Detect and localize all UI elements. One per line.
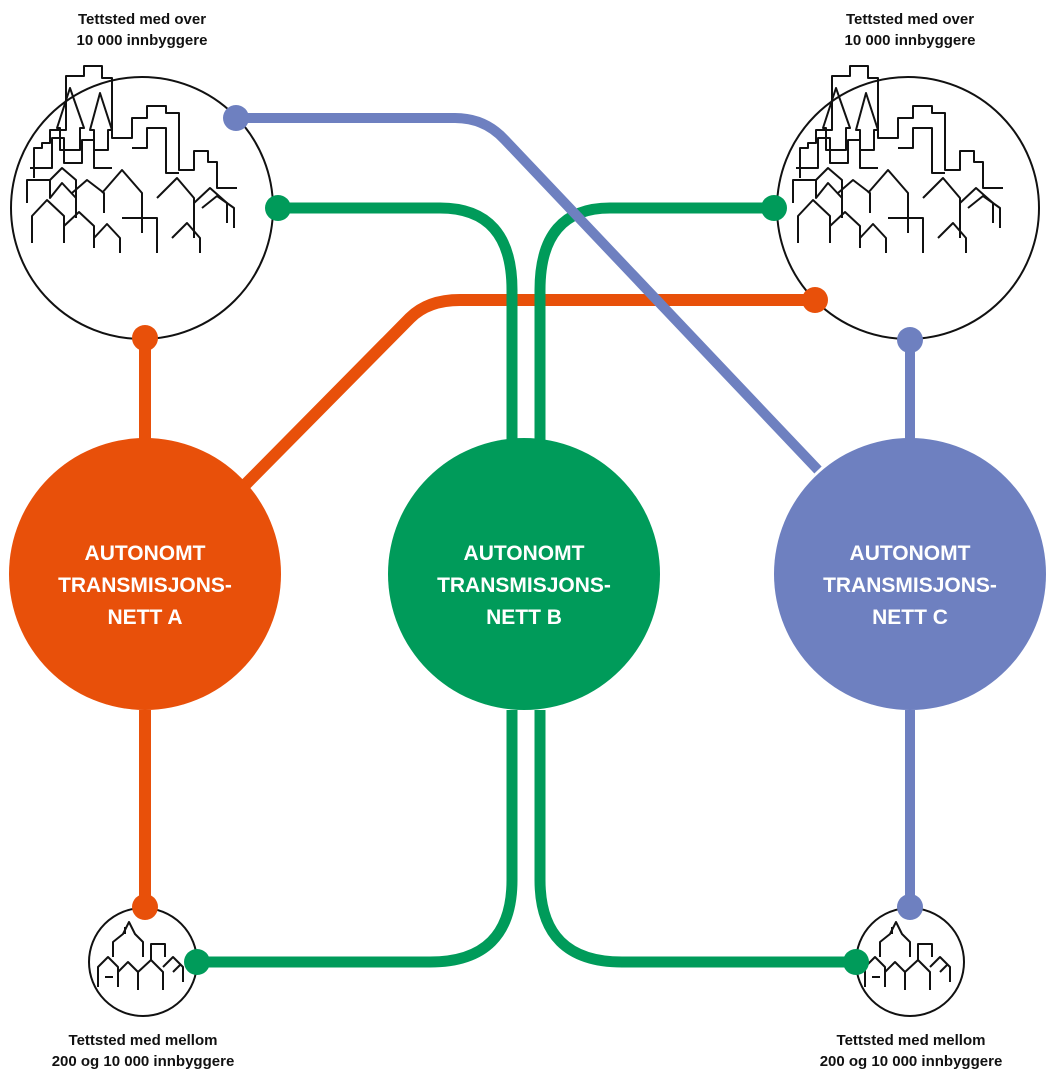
dot-b-top-left (265, 195, 291, 221)
network-b-label-line-1: AUTONOMT (464, 542, 585, 565)
line-b-to-top-left-city (278, 202, 518, 440)
caption-bottom-left-line-1: Tettsted med mellom (68, 1032, 218, 1049)
dot-a-bottom-left (132, 894, 158, 920)
dot-c-top-left (223, 105, 249, 131)
network-c-label-line-2: TRANSMISJONS- (823, 574, 997, 597)
network-a-node: AUTONOMT TRANSMISJONS- NETT A (9, 438, 281, 710)
line-b-to-bottom-left-town (197, 710, 518, 968)
network-b-label-line-2: TRANSMISJONS- (437, 574, 611, 597)
caption-bottom-left-line-2: 200 og 10 000 innbyggere (51, 1053, 235, 1070)
network-a-label-line-3: NETT A (107, 606, 182, 629)
caption-bottom-right: Tettsted med mellom 200 og 10 000 innbyg… (786, 1030, 1036, 1072)
network-c-label-line-1: AUTONOMT (850, 542, 971, 565)
dot-c-top-right (897, 327, 923, 353)
network-b-node: AUTONOMT TRANSMISJONS- NETT B (388, 438, 660, 710)
town-bottom-left (88, 907, 198, 1017)
line-b-to-bottom-right-town (534, 710, 856, 968)
dot-b-top-right (761, 195, 787, 221)
network-c-label-line-3: NETT C (872, 606, 948, 629)
network-b-label-line-3: NETT B (486, 606, 562, 629)
caption-top-left-line-2: 10 000 innbyggere (76, 32, 208, 49)
caption-top-left-line-1: Tettsted med over (77, 11, 207, 28)
dot-a-top-left (132, 325, 158, 351)
dot-a-top-right (802, 287, 828, 313)
caption-bottom-left: Tettsted med mellom 200 og 10 000 innbyg… (18, 1030, 268, 1072)
caption-bottom-right-line-2: 200 og 10 000 innbyggere (819, 1053, 1003, 1070)
dot-b-bottom-right (843, 949, 869, 975)
town-bottom-right (855, 907, 965, 1017)
caption-top-left: Tettsted med over 10 000 innbyggere (42, 9, 242, 51)
caption-bottom-right-line-1: Tettsted med mellom (836, 1032, 986, 1049)
line-c-to-top-left-city (236, 113, 822, 474)
dot-c-bottom-right (897, 894, 923, 920)
caption-top-right-line-1: Tettsted med over (845, 11, 975, 28)
caption-top-right: Tettsted med over 10 000 innbyggere (810, 9, 1010, 51)
network-a-label-line-1: AUTONOMT (85, 542, 206, 565)
line-a-to-top-right-city (240, 294, 815, 490)
caption-top-right-line-2: 10 000 innbyggere (844, 32, 976, 49)
line-b-to-top-right-city (534, 202, 774, 440)
network-a-label-line-2: TRANSMISJONS- (58, 574, 232, 597)
network-c-node: AUTONOMT TRANSMISJONS- NETT C (774, 438, 1046, 710)
dot-b-bottom-left (184, 949, 210, 975)
